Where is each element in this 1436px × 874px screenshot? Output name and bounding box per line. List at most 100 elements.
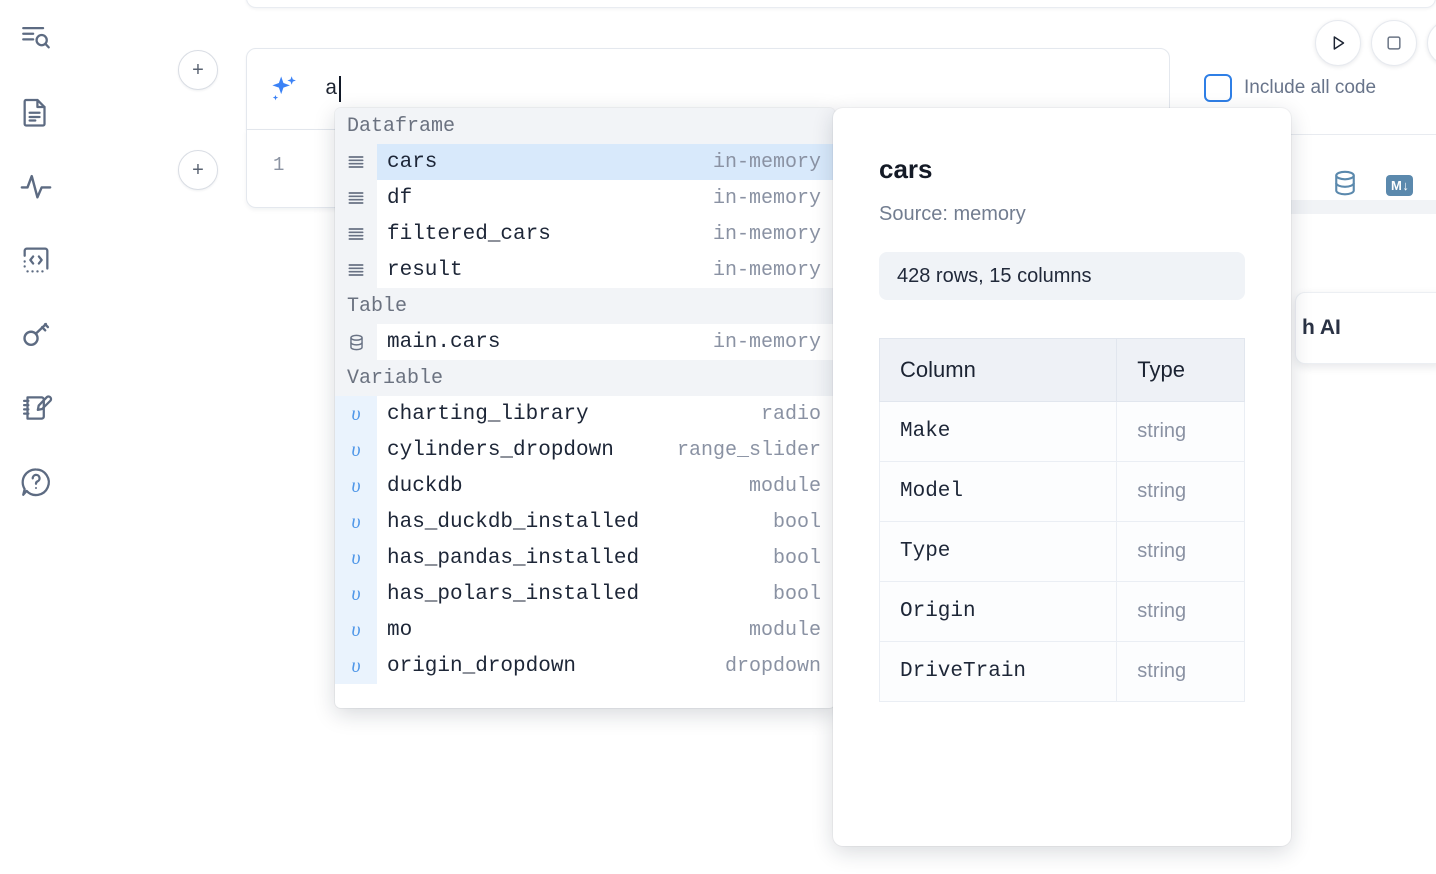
pane-divider <box>1170 134 1436 135</box>
autocomplete-item-kind: in-memory <box>712 258 821 282</box>
autocomplete-item[interactable]: υ has_duckdb_installed bool <box>335 504 835 540</box>
autocomplete-item-kind: module <box>748 618 821 642</box>
autocomplete-item[interactable]: filtered_cars in-memory <box>335 216 835 252</box>
variable-icon: υ <box>335 648 377 684</box>
completion-preview-panel: cars Source: memory 428 rows, 15 columns… <box>833 108 1291 846</box>
cell-output-icons: M↓ <box>1330 168 1414 203</box>
include-all-code-checkbox[interactable] <box>1204 74 1232 102</box>
autocomplete-item-kind: bool <box>772 510 821 534</box>
ai-suggestion-label: h AI <box>1302 316 1341 339</box>
autocomplete-item-name: origin_dropdown <box>387 654 577 678</box>
autocomplete-item-body: duckdb module <box>377 468 835 504</box>
database-icon[interactable] <box>1330 168 1360 203</box>
schema-column-name: DriveTrain <box>878 641 1118 702</box>
line-number: 1 <box>273 154 285 176</box>
dataframe-icon <box>335 216 377 252</box>
column-header-type: Type <box>1116 338 1245 402</box>
autocomplete-group-header: Table <box>335 288 835 324</box>
markdown-badge-arrow: ↓ <box>1402 178 1409 193</box>
markdown-icon[interactable]: M↓ <box>1386 175 1414 196</box>
schema-column-name: Model <box>878 461 1118 522</box>
autocomplete-item-name: df <box>387 186 413 210</box>
autocomplete-item-body: df in-memory <box>377 180 835 216</box>
plus-icon: + <box>192 59 204 81</box>
variable-icon: υ <box>335 540 377 576</box>
preview-stats: 428 rows, 15 columns <box>879 252 1245 300</box>
autocomplete-item-body: mo module <box>377 612 835 648</box>
autocomplete-item-name: mo <box>387 618 413 642</box>
autocomplete-item-body: result in-memory <box>377 252 835 288</box>
text-caret <box>338 76 341 102</box>
autocomplete-item-kind: in-memory <box>712 222 821 246</box>
autocomplete-item-name: result <box>387 258 463 282</box>
add-cell-above-button[interactable]: + <box>178 50 218 90</box>
autocomplete-item-kind: module <box>748 474 821 498</box>
scratchpad-icon[interactable] <box>16 388 56 428</box>
autocomplete-item-body: cylinders_dropdown range_slider <box>377 432 835 468</box>
preview-source: Source: memory <box>879 203 1026 225</box>
schema-column-type: string <box>1116 521 1245 582</box>
autocomplete-item[interactable]: df in-memory <box>335 180 835 216</box>
stop-button[interactable] <box>1371 20 1417 66</box>
autocomplete-item-kind: range_slider <box>676 438 821 462</box>
run-button[interactable] <box>1315 20 1361 66</box>
add-cell-below-button[interactable]: + <box>178 150 218 190</box>
file-explorer-icon[interactable] <box>16 18 56 58</box>
autocomplete-item-kind: in-memory <box>712 330 821 354</box>
ai-prompt-input[interactable]: a <box>325 76 341 102</box>
column-header-column: Column <box>878 338 1118 402</box>
sparkles-icon <box>267 72 301 106</box>
autocomplete-group-header: Variable <box>335 360 835 396</box>
autocomplete-item-name: cars <box>387 150 438 174</box>
previous-cell-edge <box>246 0 1436 8</box>
autocomplete-item-name: charting_library <box>387 402 589 426</box>
preview-title: cars <box>879 154 933 184</box>
dataframe-icon <box>335 144 377 180</box>
ai-suggestion-card[interactable]: h AI <box>1295 292 1436 364</box>
include-all-code-row[interactable]: Include all code <box>1204 74 1376 102</box>
database-icon <box>335 324 377 360</box>
autocomplete-group-header: Dataframe <box>335 108 835 144</box>
autocomplete-item[interactable]: main.cars in-memory <box>335 324 835 360</box>
autocomplete-item-name: cylinders_dropdown <box>387 438 614 462</box>
autocomplete-item-kind: bool <box>772 546 821 570</box>
key-icon[interactable] <box>16 314 56 354</box>
code-snippet-icon[interactable] <box>16 240 56 280</box>
autocomplete-item-kind: in-memory <box>712 186 821 210</box>
autocomplete-item-kind: bool <box>772 582 821 606</box>
activity-icon[interactable] <box>16 166 56 206</box>
schema-column-name: Make <box>878 401 1118 462</box>
autocomplete-item-name: duckdb <box>387 474 463 498</box>
autocomplete-item-name: main.cars <box>387 330 501 354</box>
variable-icon: υ <box>335 468 377 504</box>
schema-column-type: string <box>1116 641 1245 702</box>
sidebar-rail <box>0 0 72 874</box>
document-icon[interactable] <box>16 92 56 132</box>
autocomplete-item-body: has_duckdb_installed bool <box>377 504 835 540</box>
help-icon[interactable] <box>16 462 56 502</box>
variable-icon: υ <box>335 504 377 540</box>
markdown-badge-letter: M <box>1391 178 1402 193</box>
autocomplete-item-name: has_duckdb_installed <box>387 510 640 534</box>
schema-column-name: Origin <box>878 581 1118 642</box>
autocomplete-item[interactable]: result in-memory <box>335 252 835 288</box>
autocomplete-item-name: filtered_cars <box>387 222 551 246</box>
dataframe-icon <box>335 252 377 288</box>
